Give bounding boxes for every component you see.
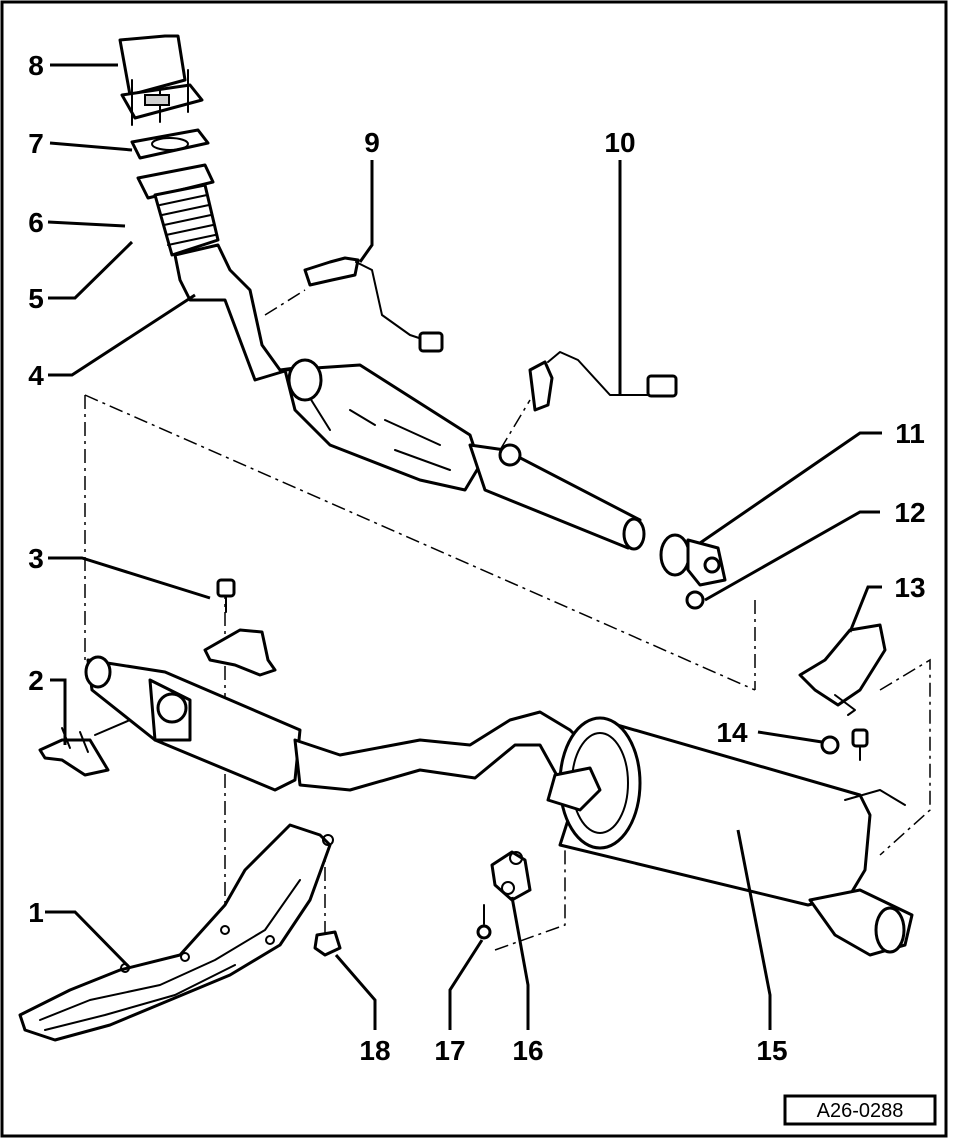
bolt-part-14 bbox=[851, 728, 869, 761]
callout-2: 2 bbox=[28, 665, 44, 696]
clamp-part-11 bbox=[659, 533, 727, 587]
nut-part-12 bbox=[685, 590, 705, 610]
callout-9: 9 bbox=[364, 127, 380, 158]
callout-7: 7 bbox=[28, 128, 44, 159]
front-pipe-with-catalytic-converter-part-4 bbox=[173, 243, 646, 551]
callout-labels: 8 7 6 5 4 3 2 1 9 10 11 12 13 14 15 16 1… bbox=[28, 50, 925, 1066]
figure-reference-label: A26-0288 bbox=[817, 1100, 904, 1122]
heat-shield-part-1 bbox=[18, 823, 332, 1042]
callout-4: 4 bbox=[28, 360, 44, 391]
callout-16: 16 bbox=[512, 1035, 543, 1066]
callout-8: 8 bbox=[28, 50, 44, 81]
callout-12: 12 bbox=[894, 497, 925, 528]
callout-11: 11 bbox=[895, 418, 925, 449]
bolt-part-17 bbox=[476, 904, 492, 940]
callout-15: 15 bbox=[756, 1035, 787, 1066]
nut-part-14 bbox=[820, 735, 840, 755]
oxygen-sensor-part-10 bbox=[528, 351, 678, 412]
hanger-bracket-part-13 bbox=[798, 623, 887, 716]
oxygen-sensor-part-9 bbox=[303, 256, 444, 353]
hanger-bracket bbox=[203, 628, 277, 677]
callout-14: 14 bbox=[716, 717, 748, 748]
bolt-part-3 bbox=[216, 578, 236, 613]
callout-17: 17 bbox=[434, 1035, 465, 1066]
callout-1: 1 bbox=[28, 897, 44, 928]
callout-3: 3 bbox=[28, 543, 44, 574]
gasket-part-7 bbox=[130, 128, 210, 160]
figure-reference-box: A26-0288 bbox=[783, 1094, 937, 1126]
assembly-guide-lines bbox=[84, 289, 931, 951]
clamp-part-16 bbox=[490, 850, 532, 902]
callout-10: 10 bbox=[604, 127, 635, 158]
centre-silencer bbox=[84, 655, 612, 802]
callout-18: 18 bbox=[359, 1035, 390, 1066]
callout-13: 13 bbox=[894, 572, 925, 603]
callout-5: 5 bbox=[28, 283, 44, 314]
rear-silencer-part-15 bbox=[546, 716, 914, 957]
nut-part-18 bbox=[313, 834, 342, 957]
callout-leaders bbox=[45, 63, 882, 1030]
front-pipe-flange-part-8 bbox=[118, 34, 204, 126]
callout-6: 6 bbox=[28, 207, 44, 238]
flex-joint bbox=[136, 163, 220, 257]
